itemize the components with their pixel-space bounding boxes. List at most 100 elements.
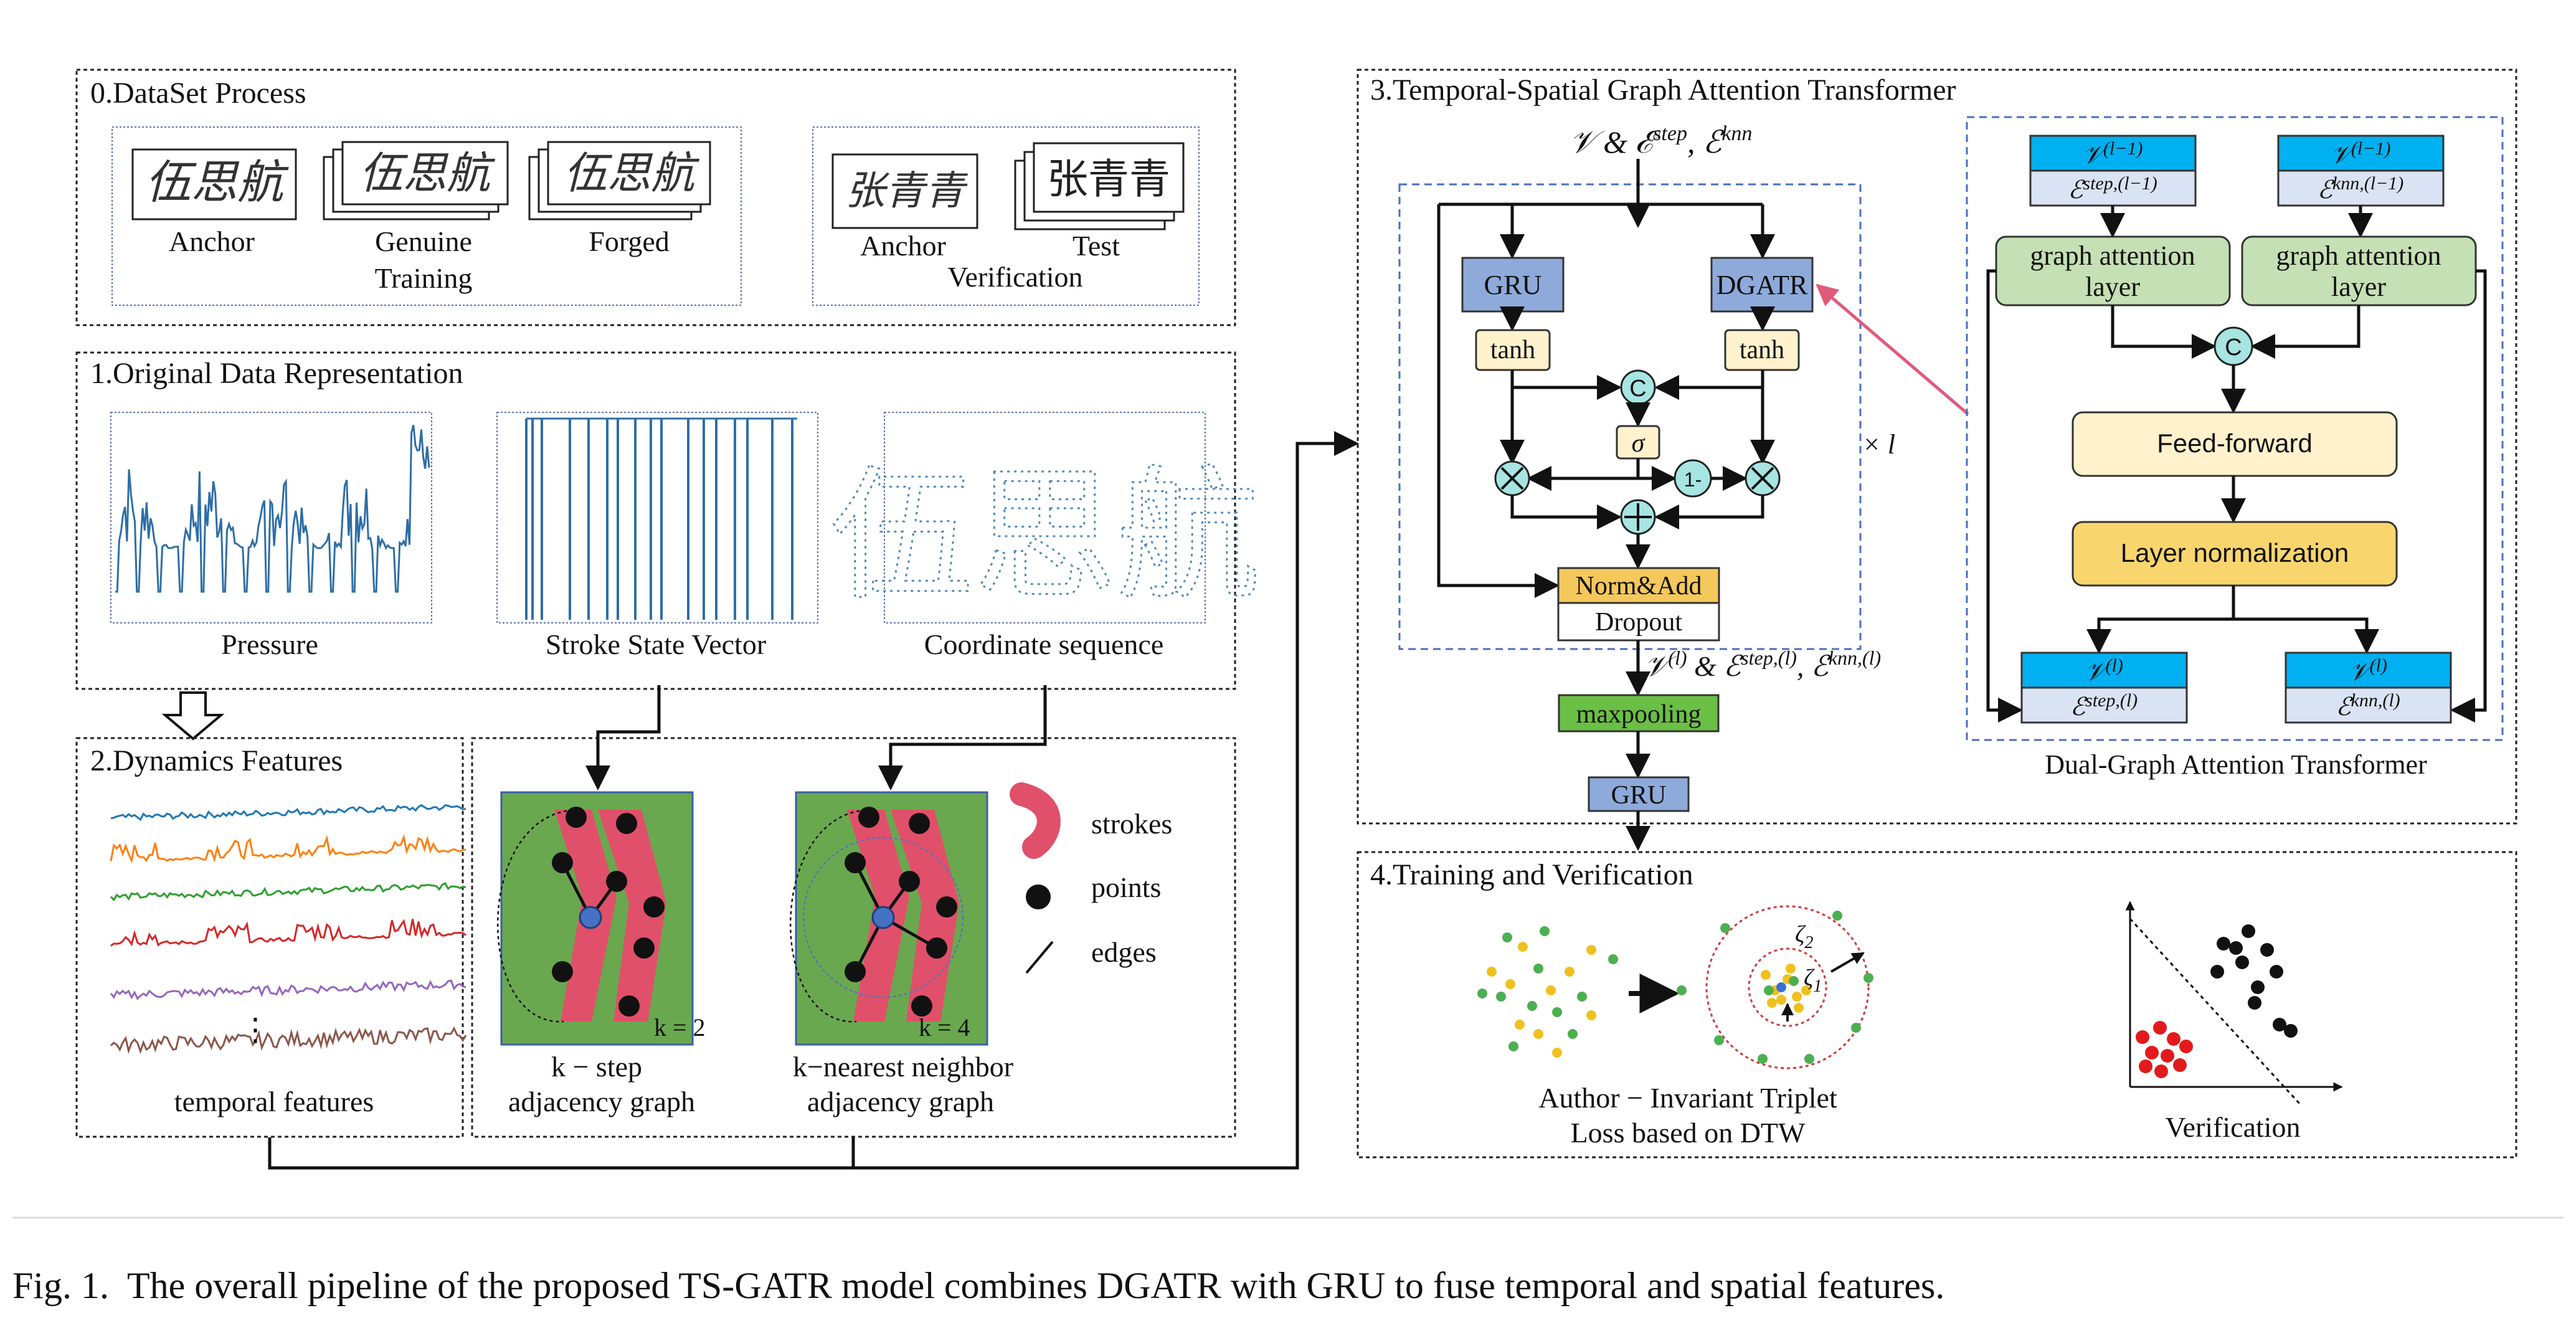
scatter-point <box>1832 911 1842 921</box>
point-node <box>618 995 640 1017</box>
scatter-point <box>2260 943 2274 957</box>
genuine-label: Genuine <box>375 225 472 257</box>
sigma-label: σ <box>1632 429 1646 458</box>
feature-line <box>110 833 466 864</box>
scatter-point <box>2251 980 2265 994</box>
output-label: 𝒱(l) & ℰstep,(l), ℰknn,(l) <box>1644 647 1881 682</box>
tanh-right-label: tanh <box>1740 336 1784 364</box>
scatter-point <box>1851 1023 1861 1033</box>
scatter-point <box>1515 1020 1525 1030</box>
scatter-point <box>1792 992 1802 1002</box>
scatter-point <box>1496 992 1506 1002</box>
scatter-point <box>2161 1049 2174 1063</box>
stroke-shape <box>891 810 959 1022</box>
panel0-title: 0.DataSet Process <box>90 77 306 110</box>
verification-anchor-label: Anchor <box>860 230 946 262</box>
scatter-point <box>1767 998 1777 1008</box>
test-label: Test <box>1073 230 1120 262</box>
scatter-point <box>1540 926 1550 936</box>
scatter-point <box>1568 1029 1578 1039</box>
panel3-title: 3.Temporal-Spatial Graph Attention Trans… <box>1370 73 1956 107</box>
stroke-shape <box>598 810 666 1022</box>
dual-caption: Dual-Graph Attention Transformer <box>2045 749 2427 780</box>
points-legend-icon <box>1026 884 1051 909</box>
scatter-point <box>1565 967 1574 977</box>
training-label: Training <box>375 262 473 294</box>
gru-output-label: GRU <box>1611 781 1667 810</box>
knn-caption-1: k−nearest neighbor <box>793 1051 1013 1083</box>
point-node <box>633 937 655 959</box>
dgatr-label: DGATR <box>1717 270 1808 300</box>
scatter-point <box>2235 955 2249 969</box>
scatter-point <box>1477 988 1487 998</box>
scatter-point <box>1586 945 1596 955</box>
scatter-point <box>1552 1048 1562 1058</box>
decision-boundary <box>2129 917 2303 1107</box>
signature-glyphs: 伍思航 <box>145 156 289 209</box>
scatter-point <box>2210 965 2224 979</box>
scatter-point <box>1720 923 1730 933</box>
triplet-loss-line1: Author − Invariant Triplet <box>1538 1082 1837 1114</box>
e-knn-prev-label: ℰknn,(l−1) <box>2318 173 2404 204</box>
scatter-point <box>1518 942 1528 952</box>
gru-label: GRU <box>1484 270 1542 300</box>
caption-text: The overall pipeline of the proposed TS-… <box>126 1265 1945 1306</box>
scatter-point <box>1764 985 1774 995</box>
legend-points: points <box>1091 871 1161 903</box>
repeat-l-label: × l <box>1862 429 1895 460</box>
v-prev-right-label: 𝒱(l−1) <box>2331 138 2391 169</box>
scatter-point <box>2179 1040 2193 1053</box>
signature-glyphs: 张青青 <box>845 168 968 214</box>
scatter-point <box>1552 1007 1562 1017</box>
panel-training-verification: 4.Training and Verification ζ2 ζ1 Author… <box>1357 851 2517 1159</box>
scatter-point <box>1505 979 1515 989</box>
layer-norm-label: Layer normalization <box>2121 538 2349 567</box>
knn-caption-2: adjacency graph <box>807 1086 994 1117</box>
point-node <box>858 807 879 828</box>
signature-glyphs: 伍思航 <box>564 148 700 199</box>
embedding-after-scatter <box>1677 911 1873 1064</box>
triplet-loss-line2: Loss based on DTW <box>1571 1117 1806 1149</box>
scatter-point <box>1863 973 1873 983</box>
scatter-point <box>2154 1064 2168 1078</box>
scatter-point <box>1677 985 1687 995</box>
edges-legend-icon <box>1025 941 1054 974</box>
scatter-point <box>2273 1018 2286 1031</box>
feature-line <box>110 979 466 1000</box>
temporal-features-label: temporal features <box>174 1086 374 1117</box>
verification-label: Verification <box>2165 1111 2300 1143</box>
scatter-point <box>1776 982 1786 992</box>
outer-margin-circle <box>1705 905 1870 1069</box>
knn-radius <box>802 837 964 998</box>
norm-add-block <box>1557 567 1720 604</box>
scatter-point <box>2139 1060 2152 1073</box>
point-node <box>566 807 587 828</box>
point-node <box>845 852 866 873</box>
strokes-legend-icon <box>1010 782 1061 859</box>
forged-signatures: 伍思航 <box>528 141 711 220</box>
scatter-point <box>2167 1032 2181 1046</box>
connector-coord-to-knn <box>878 685 1047 790</box>
input-label: 𝒱 & ℰstep, ℰknn <box>1570 122 1752 159</box>
stroke-state-bars <box>525 417 797 620</box>
point-node <box>845 961 866 982</box>
dual-graph-attention-transformer: 𝒱(l−1) ℰstep,(l−1) 𝒱(l−1) ℰknn,(l−1) gra… <box>1966 116 2504 780</box>
caption-label: Fig. 1. <box>12 1265 110 1306</box>
verification-group-label: Verification <box>947 261 1082 293</box>
ellipsis: ⋮ <box>240 1012 271 1047</box>
panel4-title: 4.Training and Verification <box>1370 858 1693 891</box>
scatter-point <box>1714 1035 1724 1045</box>
tanh-left-label: tanh <box>1490 336 1535 364</box>
scatter-point <box>1533 964 1543 974</box>
scatter-point <box>2173 1058 2187 1072</box>
pressure-label: Pressure <box>221 628 318 660</box>
legend-strokes: strokes <box>1091 808 1172 840</box>
scatter-point <box>1776 995 1786 1005</box>
scatter-point <box>1527 1001 1537 1011</box>
scatter-point <box>2270 965 2283 979</box>
anchor-signature: 伍思航 <box>131 148 297 220</box>
verification-scatter <box>2136 924 2298 1078</box>
e-step-prev-label: ℰstep,(l−1) <box>2068 173 2157 204</box>
scatter-point <box>2136 1030 2149 1044</box>
gru-output-block <box>1588 776 1690 812</box>
